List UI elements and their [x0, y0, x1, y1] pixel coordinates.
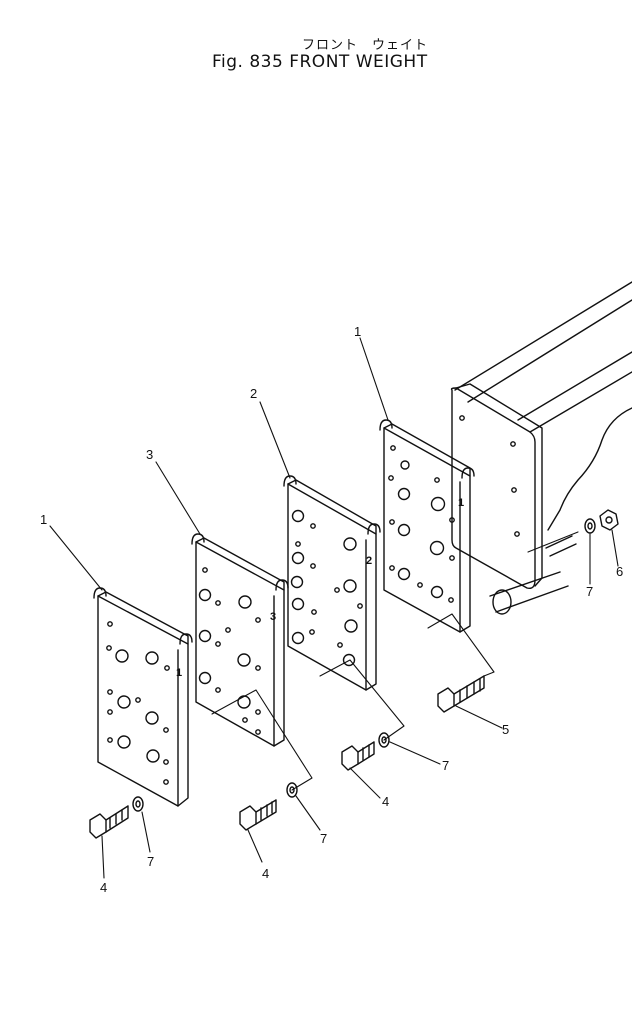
weight-plate-3 — [283, 475, 381, 691]
figure-number: Fig. 835 — [212, 52, 284, 72]
frame-bracket — [450, 281, 632, 615]
weight-plate-2 — [191, 533, 289, 747]
figure-name: FRONT WEIGHT — [289, 52, 428, 72]
callout-4-right: 4 — [382, 794, 389, 809]
callout-4-left: 4 — [100, 880, 107, 895]
plate-3-mark: 2 — [366, 555, 372, 567]
callout-7-right: 7 — [442, 758, 449, 773]
callout-3: 3 — [146, 447, 153, 462]
frame-axle-end — [492, 589, 512, 615]
callout-7-frame: 7 — [586, 584, 593, 599]
washer-3 — [378, 732, 390, 748]
frame-axle — [489, 571, 569, 613]
bolt-5 — [437, 675, 485, 713]
washer-2 — [286, 782, 298, 798]
bolt-3 — [341, 741, 375, 771]
frame-beam — [454, 281, 632, 433]
plate-1-mark: 1 — [176, 667, 182, 679]
callout-labels: 1 3 2 1 4 7 4 7 4 7 5 7 6 — [40, 324, 623, 895]
frame-mount-plate-edge — [455, 383, 543, 587]
callout-7-middle: 7 — [320, 831, 327, 846]
leader-lines — [49, 337, 619, 879]
frame-side-support — [547, 407, 632, 531]
callout-1-right: 1 — [354, 324, 361, 339]
weight-plate-1 — [93, 587, 193, 807]
bolt-2 — [239, 799, 277, 831]
frame-hole — [459, 415, 465, 421]
plate-2-mark: 3 — [270, 611, 276, 623]
weight-plate-4 — [379, 419, 475, 633]
callout-4-middle: 4 — [262, 866, 269, 881]
nut-6 — [599, 509, 619, 531]
callout-5: 5 — [502, 722, 509, 737]
title-japanese: フロント ウェイト — [302, 38, 429, 53]
figure-title: Fig. 835 FRONT WEIGHT — [212, 52, 428, 72]
plate-4-mark: 1 — [458, 497, 464, 509]
plate-markings: 1 3 2 1 — [176, 497, 464, 679]
frame-hole — [511, 487, 517, 493]
callout-1-left: 1 — [40, 512, 47, 527]
callout-6: 6 — [616, 564, 623, 579]
assembly-lines — [211, 531, 579, 791]
callout-7-left: 7 — [147, 854, 154, 869]
frame-pin — [545, 535, 577, 557]
bolt-1 — [89, 805, 129, 839]
callout-2: 2 — [250, 386, 257, 401]
frame-hole — [510, 441, 516, 447]
washer-4 — [584, 518, 596, 534]
frame-hole — [514, 531, 520, 537]
washer-1 — [132, 796, 144, 812]
